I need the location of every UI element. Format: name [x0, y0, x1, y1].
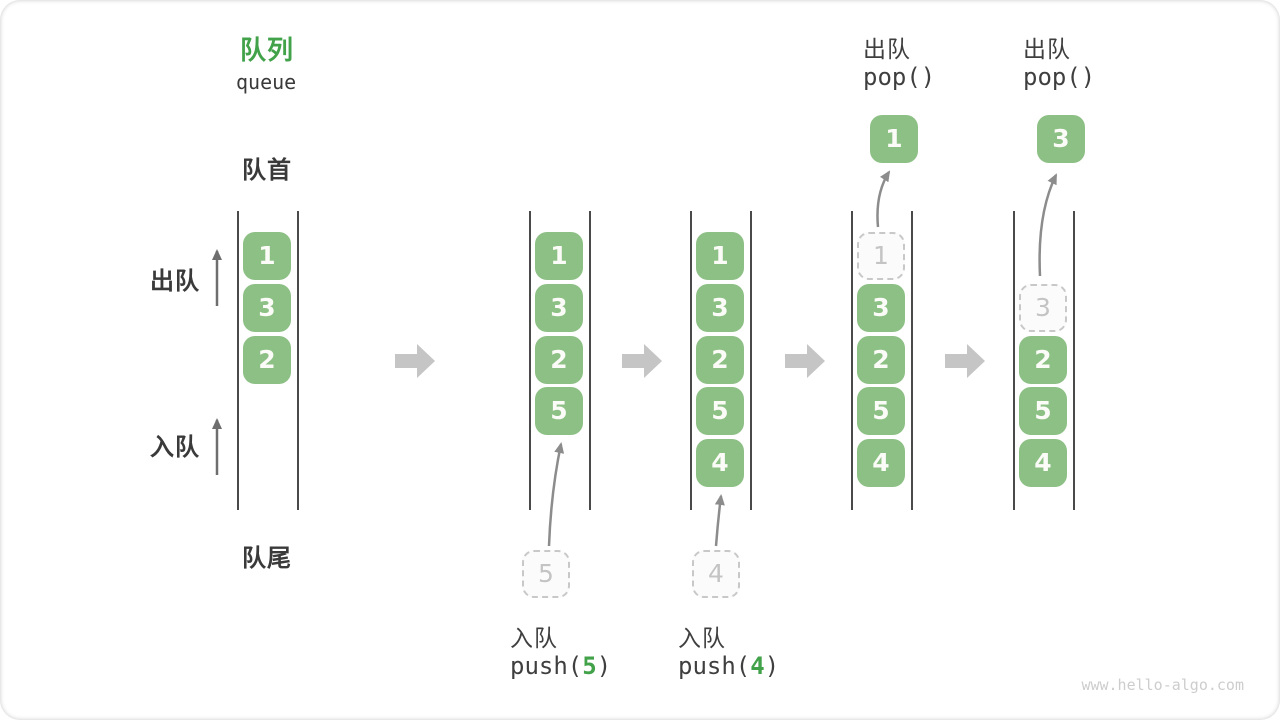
op-label-dequeue: 出队: [1023, 36, 1071, 62]
queue-wall-left: [1013, 211, 1015, 510]
figure-title: 队列: [240, 35, 295, 65]
transition-arrow-icon: [945, 344, 985, 378]
queue-wall-left: [851, 211, 853, 510]
queue-cell: 1: [243, 232, 291, 280]
transition-arrow-icon: [785, 344, 825, 378]
op-code-pop: pop(): [1023, 63, 1096, 91]
queue-cell: 3: [857, 284, 905, 332]
op-code-code-arg: 4: [750, 652, 765, 680]
op-label-dequeue: 出队: [863, 36, 911, 62]
incoming-cell: 5: [522, 550, 570, 598]
queue-wall-right: [911, 211, 913, 510]
queue-cell: 2: [696, 336, 744, 384]
queue-cell: 3: [535, 284, 583, 332]
op-code-push: push(4): [678, 652, 779, 680]
queue-cell: 3: [696, 284, 744, 332]
incoming-cell: 4: [692, 550, 740, 598]
dequeue-arrow: [1038, 173, 1058, 277]
queue-cell-dashed: 1: [857, 232, 905, 280]
queue-cell: 1: [696, 232, 744, 280]
op-label-enqueue: 入队: [510, 625, 558, 651]
enqueue-arrow: [547, 442, 565, 547]
queue-cell: 4: [857, 439, 905, 487]
queue-cell-dashed: 3: [1019, 284, 1067, 332]
queue-wall-right: [750, 211, 752, 510]
queue-wall-right: [589, 211, 591, 510]
op-code-code-prefix: push(: [510, 652, 583, 680]
queue-cell: 1: [535, 232, 583, 280]
op-code-pop: pop(): [863, 63, 936, 91]
queue-cell: 4: [1019, 439, 1067, 487]
queue-cell: 2: [535, 336, 583, 384]
label-dequeue-side: 出队: [150, 268, 200, 295]
op-code-code-prefix: push(: [678, 652, 751, 680]
queue-cell: 5: [535, 387, 583, 435]
queue-cell: 4: [696, 439, 744, 487]
popped-cell: 3: [1037, 115, 1085, 163]
queue-wall-left: [237, 211, 239, 510]
queue-cell: 2: [243, 336, 291, 384]
queue-wall-left: [690, 211, 692, 510]
queue-cell: 5: [857, 387, 905, 435]
queue-cell: 5: [696, 387, 744, 435]
watermark: www.hello-algo.com: [1081, 676, 1244, 694]
op-code-push: push(5): [510, 652, 611, 680]
transition-arrow-icon: [622, 344, 662, 378]
queue-cell: 2: [857, 336, 905, 384]
queue-wall-left: [529, 211, 531, 510]
op-code-code-suffix: ): [596, 652, 612, 680]
dequeue-arrow: [876, 170, 891, 228]
op-code-code-arg: 5: [582, 652, 597, 680]
queue-cell: 5: [1019, 387, 1067, 435]
enqueue-arrow: [714, 494, 725, 547]
transition-arrow-icon: [395, 344, 435, 378]
figure-subtitle: queue: [236, 70, 297, 94]
popped-cell: 1: [870, 115, 918, 163]
queue-cell: 2: [1019, 336, 1067, 384]
label-enqueue-side: 入队: [150, 434, 200, 461]
op-label-enqueue: 入队: [678, 625, 726, 651]
label-queue-rear: 队尾: [242, 545, 292, 572]
queue-cell: 3: [243, 284, 291, 332]
queue-wall-right: [1073, 211, 1075, 510]
queue-wall-right: [297, 211, 299, 510]
label-queue-front: 队首: [242, 157, 292, 184]
op-code-code-suffix: ): [764, 652, 780, 680]
